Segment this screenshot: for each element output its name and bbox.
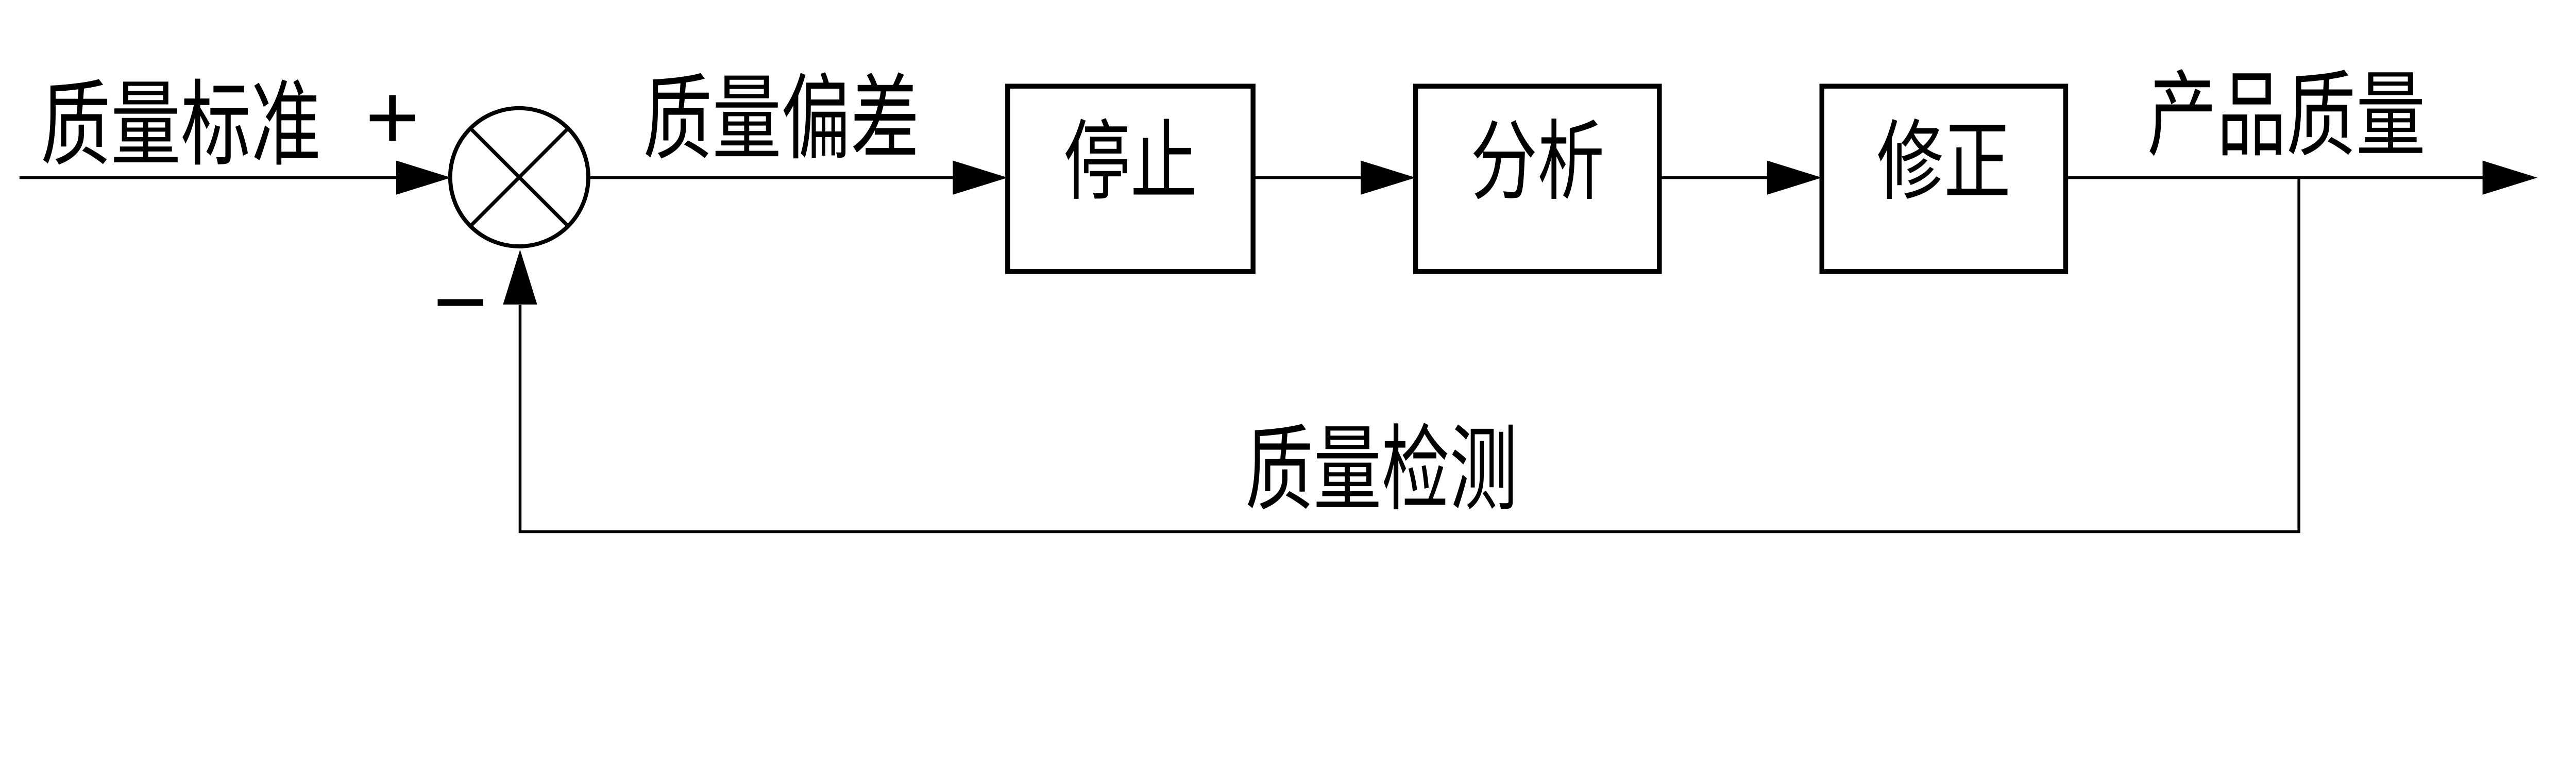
process-box-correction: 修正 (1819, 84, 2069, 274)
stop-box-label: 停止 (1063, 114, 1197, 211)
arrowhead-into-stop-icon (953, 160, 1008, 195)
diagram-canvas: 停止 分析 修正 质量标准 + 质量偏差 产品质量 − 质量检测 (19, 65, 2538, 533)
arrowhead-feedback-up-icon (503, 249, 537, 305)
stop-box-rect (1005, 84, 1256, 274)
input-label: 质量标准 (41, 74, 321, 178)
feedback-control-diagram: 停止 分析 修正 质量标准 + 质量偏差 产品质量 − 质量检测 (19, 64, 2538, 533)
deviation-label: 质量偏差 (643, 68, 919, 172)
analysis-box-rect (1413, 84, 1662, 274)
analysis-box-label: 分析 (1470, 114, 1604, 211)
process-box-stop: 停止 (1005, 84, 1256, 274)
correction-box-rect (1819, 84, 2069, 274)
plus-sign: + (365, 65, 420, 169)
output-label: 产品质量 (2147, 65, 2426, 169)
arrowhead-into-correction-icon (1767, 160, 1822, 195)
correction-box-label: 修正 (1877, 114, 2011, 211)
arrowhead-into-analysis-icon (1361, 160, 1416, 195)
feedback-line (518, 176, 2300, 533)
minus-sign: − (433, 249, 488, 354)
arrowhead-output-icon (2482, 160, 2538, 195)
summing-junction (448, 106, 590, 248)
arrowhead-into-junction-icon (396, 160, 451, 195)
junction-cross-icon (469, 127, 570, 227)
process-box-analysis: 分析 (1413, 84, 1662, 274)
feedback-label: 质量检测 (1245, 419, 1517, 523)
